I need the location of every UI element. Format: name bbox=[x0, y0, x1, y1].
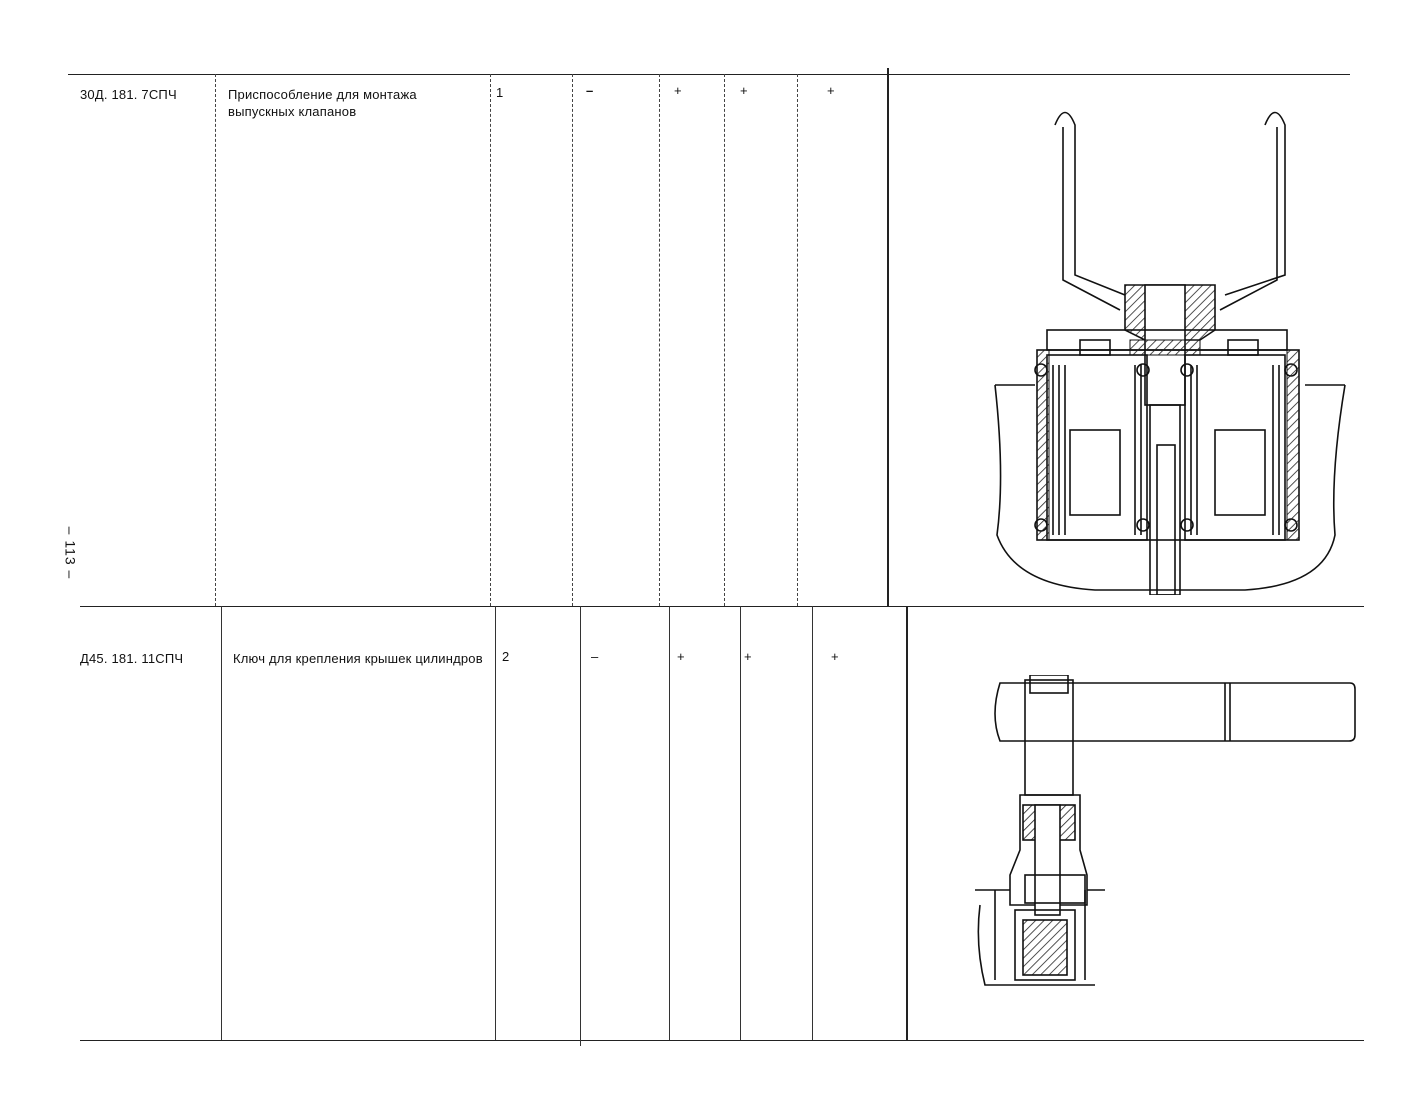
item-mark: + bbox=[677, 649, 685, 664]
item-mark: – bbox=[586, 83, 594, 98]
cylinder-wrench-drawing bbox=[975, 675, 1356, 986]
column-divider bbox=[797, 74, 798, 606]
item-mark: + bbox=[827, 83, 835, 98]
column-divider bbox=[221, 606, 222, 1040]
column-divider bbox=[572, 74, 573, 606]
table-bottom-rule bbox=[80, 1040, 1364, 1041]
column-divider bbox=[740, 606, 741, 1040]
item-quantity: 1 bbox=[496, 85, 504, 100]
item-mark: + bbox=[831, 649, 839, 664]
item-code: 30Д. 181. 7СПЧ bbox=[80, 87, 177, 102]
item-mark: + bbox=[744, 649, 752, 664]
column-divider bbox=[724, 74, 725, 606]
column-divider bbox=[495, 606, 496, 1040]
column-divider bbox=[580, 606, 581, 1046]
item-name: Приспособление для монтажа выпускных кла… bbox=[228, 87, 417, 119]
table-top-rule bbox=[68, 74, 1350, 75]
item-quantity: 2 bbox=[502, 649, 510, 664]
column-divider bbox=[812, 606, 813, 1040]
item-code: Д45. 181. 11СПЧ bbox=[80, 651, 184, 666]
column-divider bbox=[906, 606, 908, 1040]
item-mark: + bbox=[674, 83, 682, 98]
item-mark: – bbox=[591, 649, 599, 664]
column-divider bbox=[669, 606, 670, 1040]
item-name: Ключ для крепления крышек цилиндров bbox=[233, 651, 483, 666]
page-number: – 113 – bbox=[62, 526, 79, 580]
column-divider bbox=[215, 74, 216, 606]
item-mark: + bbox=[740, 83, 748, 98]
column-divider bbox=[659, 74, 660, 606]
column-divider bbox=[887, 68, 889, 606]
column-divider bbox=[490, 74, 491, 606]
row-separator bbox=[80, 606, 1364, 607]
valve-fixture-drawing bbox=[994, 111, 1346, 595]
